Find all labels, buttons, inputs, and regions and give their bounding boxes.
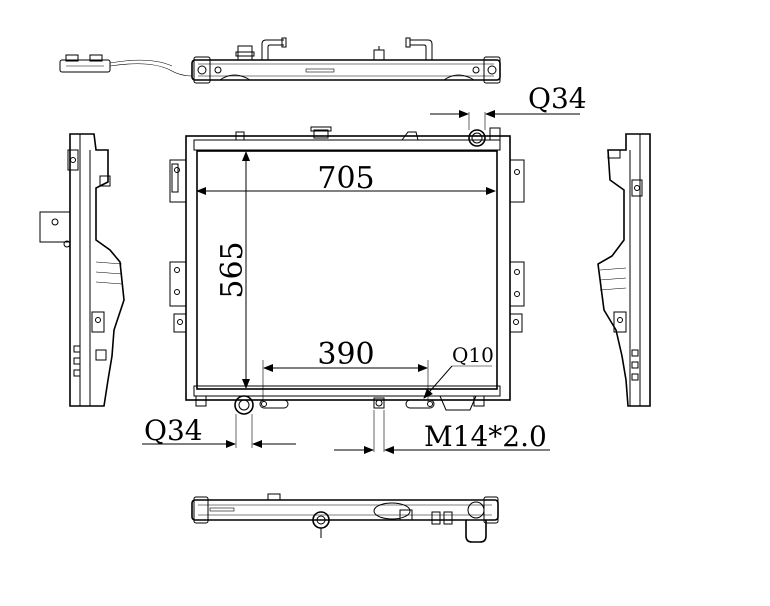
- spacing-label: 390: [317, 337, 374, 372]
- top-outlet-dimension: Q34: [430, 82, 587, 130]
- top-view: [59, 37, 501, 84]
- height-dimension: 565: [215, 151, 250, 389]
- top-outlet-label: Q34: [528, 82, 587, 115]
- thread-dimension: M14*2.0: [334, 410, 550, 454]
- height-label: 565: [215, 241, 250, 298]
- thread-label: M14*2.0: [424, 420, 547, 453]
- bottom-view: [191, 493, 499, 543]
- bottom-outlet-label: Q34: [144, 414, 203, 447]
- right-side-view: [597, 133, 651, 407]
- width-label: 705: [317, 161, 374, 196]
- inlet-spacing-dimension: 390: [262, 337, 429, 402]
- small-port-label: Q10: [452, 343, 494, 367]
- front-view: [169, 126, 525, 415]
- bottom-outlet-dimension: Q34: [142, 414, 296, 448]
- small-port-callout: Q10: [423, 343, 494, 399]
- width-dimension: 705: [196, 161, 496, 196]
- left-side-view: [39, 133, 125, 407]
